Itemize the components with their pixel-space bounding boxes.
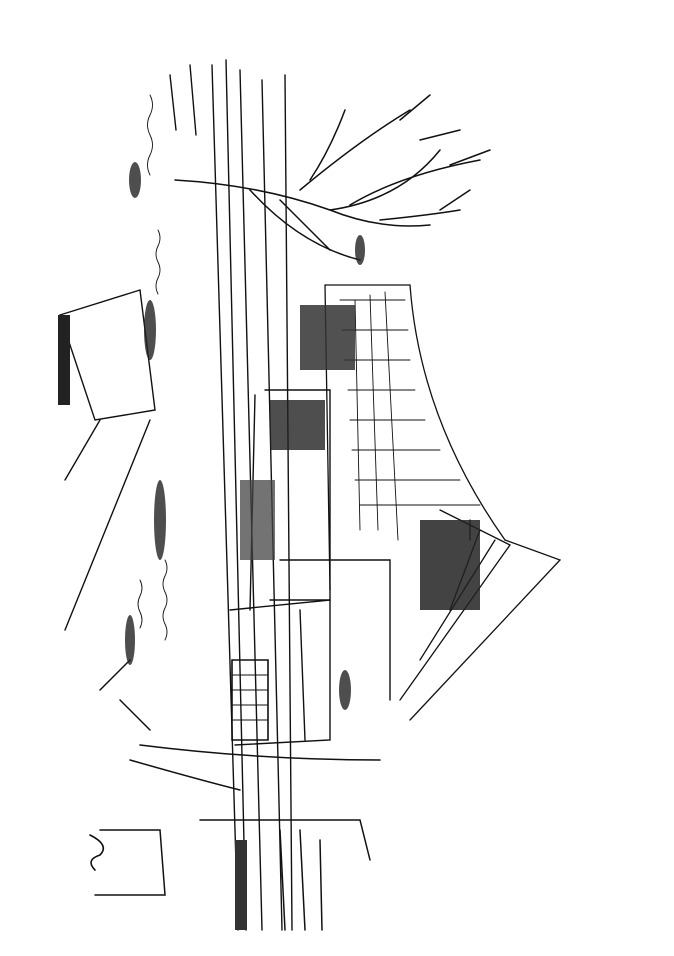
shrubs bbox=[125, 162, 365, 710]
foreground bbox=[94, 659, 381, 931]
tree bbox=[174, 94, 491, 261]
neighbor-house bbox=[58, 289, 156, 631]
signature-mark bbox=[89, 834, 105, 871]
windows bbox=[231, 305, 480, 741]
roof bbox=[324, 284, 562, 721]
annotation-scribbles bbox=[137, 94, 168, 641]
